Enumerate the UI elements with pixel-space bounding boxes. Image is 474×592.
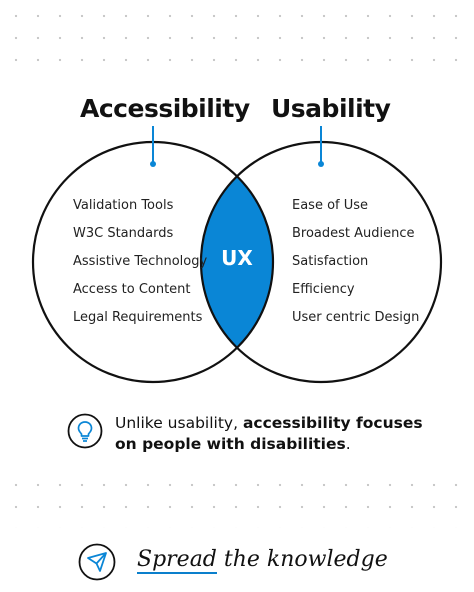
footer-underlined-word: Spread bbox=[137, 547, 217, 574]
list-item: Efficiency bbox=[292, 282, 355, 297]
note-text: Unlike usability, accessibility focuses … bbox=[115, 413, 445, 455]
footer-rest: the knowledge bbox=[216, 547, 388, 572]
footer-tagline: Spread the knowledge bbox=[137, 547, 388, 574]
list-item: User centric Design bbox=[292, 310, 420, 325]
accessibility-list: Validation Tools W3C Standards Assistive… bbox=[73, 197, 207, 337]
list-item: Broadest Audience bbox=[292, 226, 415, 241]
note-bold-2: on people with disabilities bbox=[115, 435, 346, 453]
venn-diagram bbox=[31, 126, 443, 384]
note-bold-1: accessibility focuses bbox=[242, 414, 423, 432]
accessibility-title: Accessibility bbox=[80, 94, 250, 123]
list-item: Access to Content bbox=[73, 282, 191, 297]
paper-plane-icon bbox=[78, 543, 116, 581]
list-item: Legal Requirements bbox=[73, 310, 203, 325]
list-item: Assistive Technology bbox=[73, 254, 208, 269]
note-plain: Unlike usability, bbox=[115, 414, 243, 432]
list-item: Ease of Use bbox=[292, 198, 369, 213]
usability-connector-dot bbox=[318, 161, 324, 167]
dot-grid-bottom bbox=[0, 470, 474, 528]
usability-list: Ease of Use Broadest Audience Satisfacti… bbox=[292, 197, 419, 337]
note-end: . bbox=[345, 435, 351, 453]
list-item: Satisfaction bbox=[292, 254, 369, 269]
dot-grid-top bbox=[0, 0, 474, 70]
list-item: W3C Standards bbox=[73, 226, 174, 241]
list-item: Validation Tools bbox=[73, 198, 174, 213]
lightbulb-icon bbox=[67, 413, 103, 449]
accessibility-connector-dot bbox=[150, 161, 156, 167]
usability-title: Usability bbox=[271, 94, 391, 123]
ux-label: UX bbox=[221, 246, 253, 270]
